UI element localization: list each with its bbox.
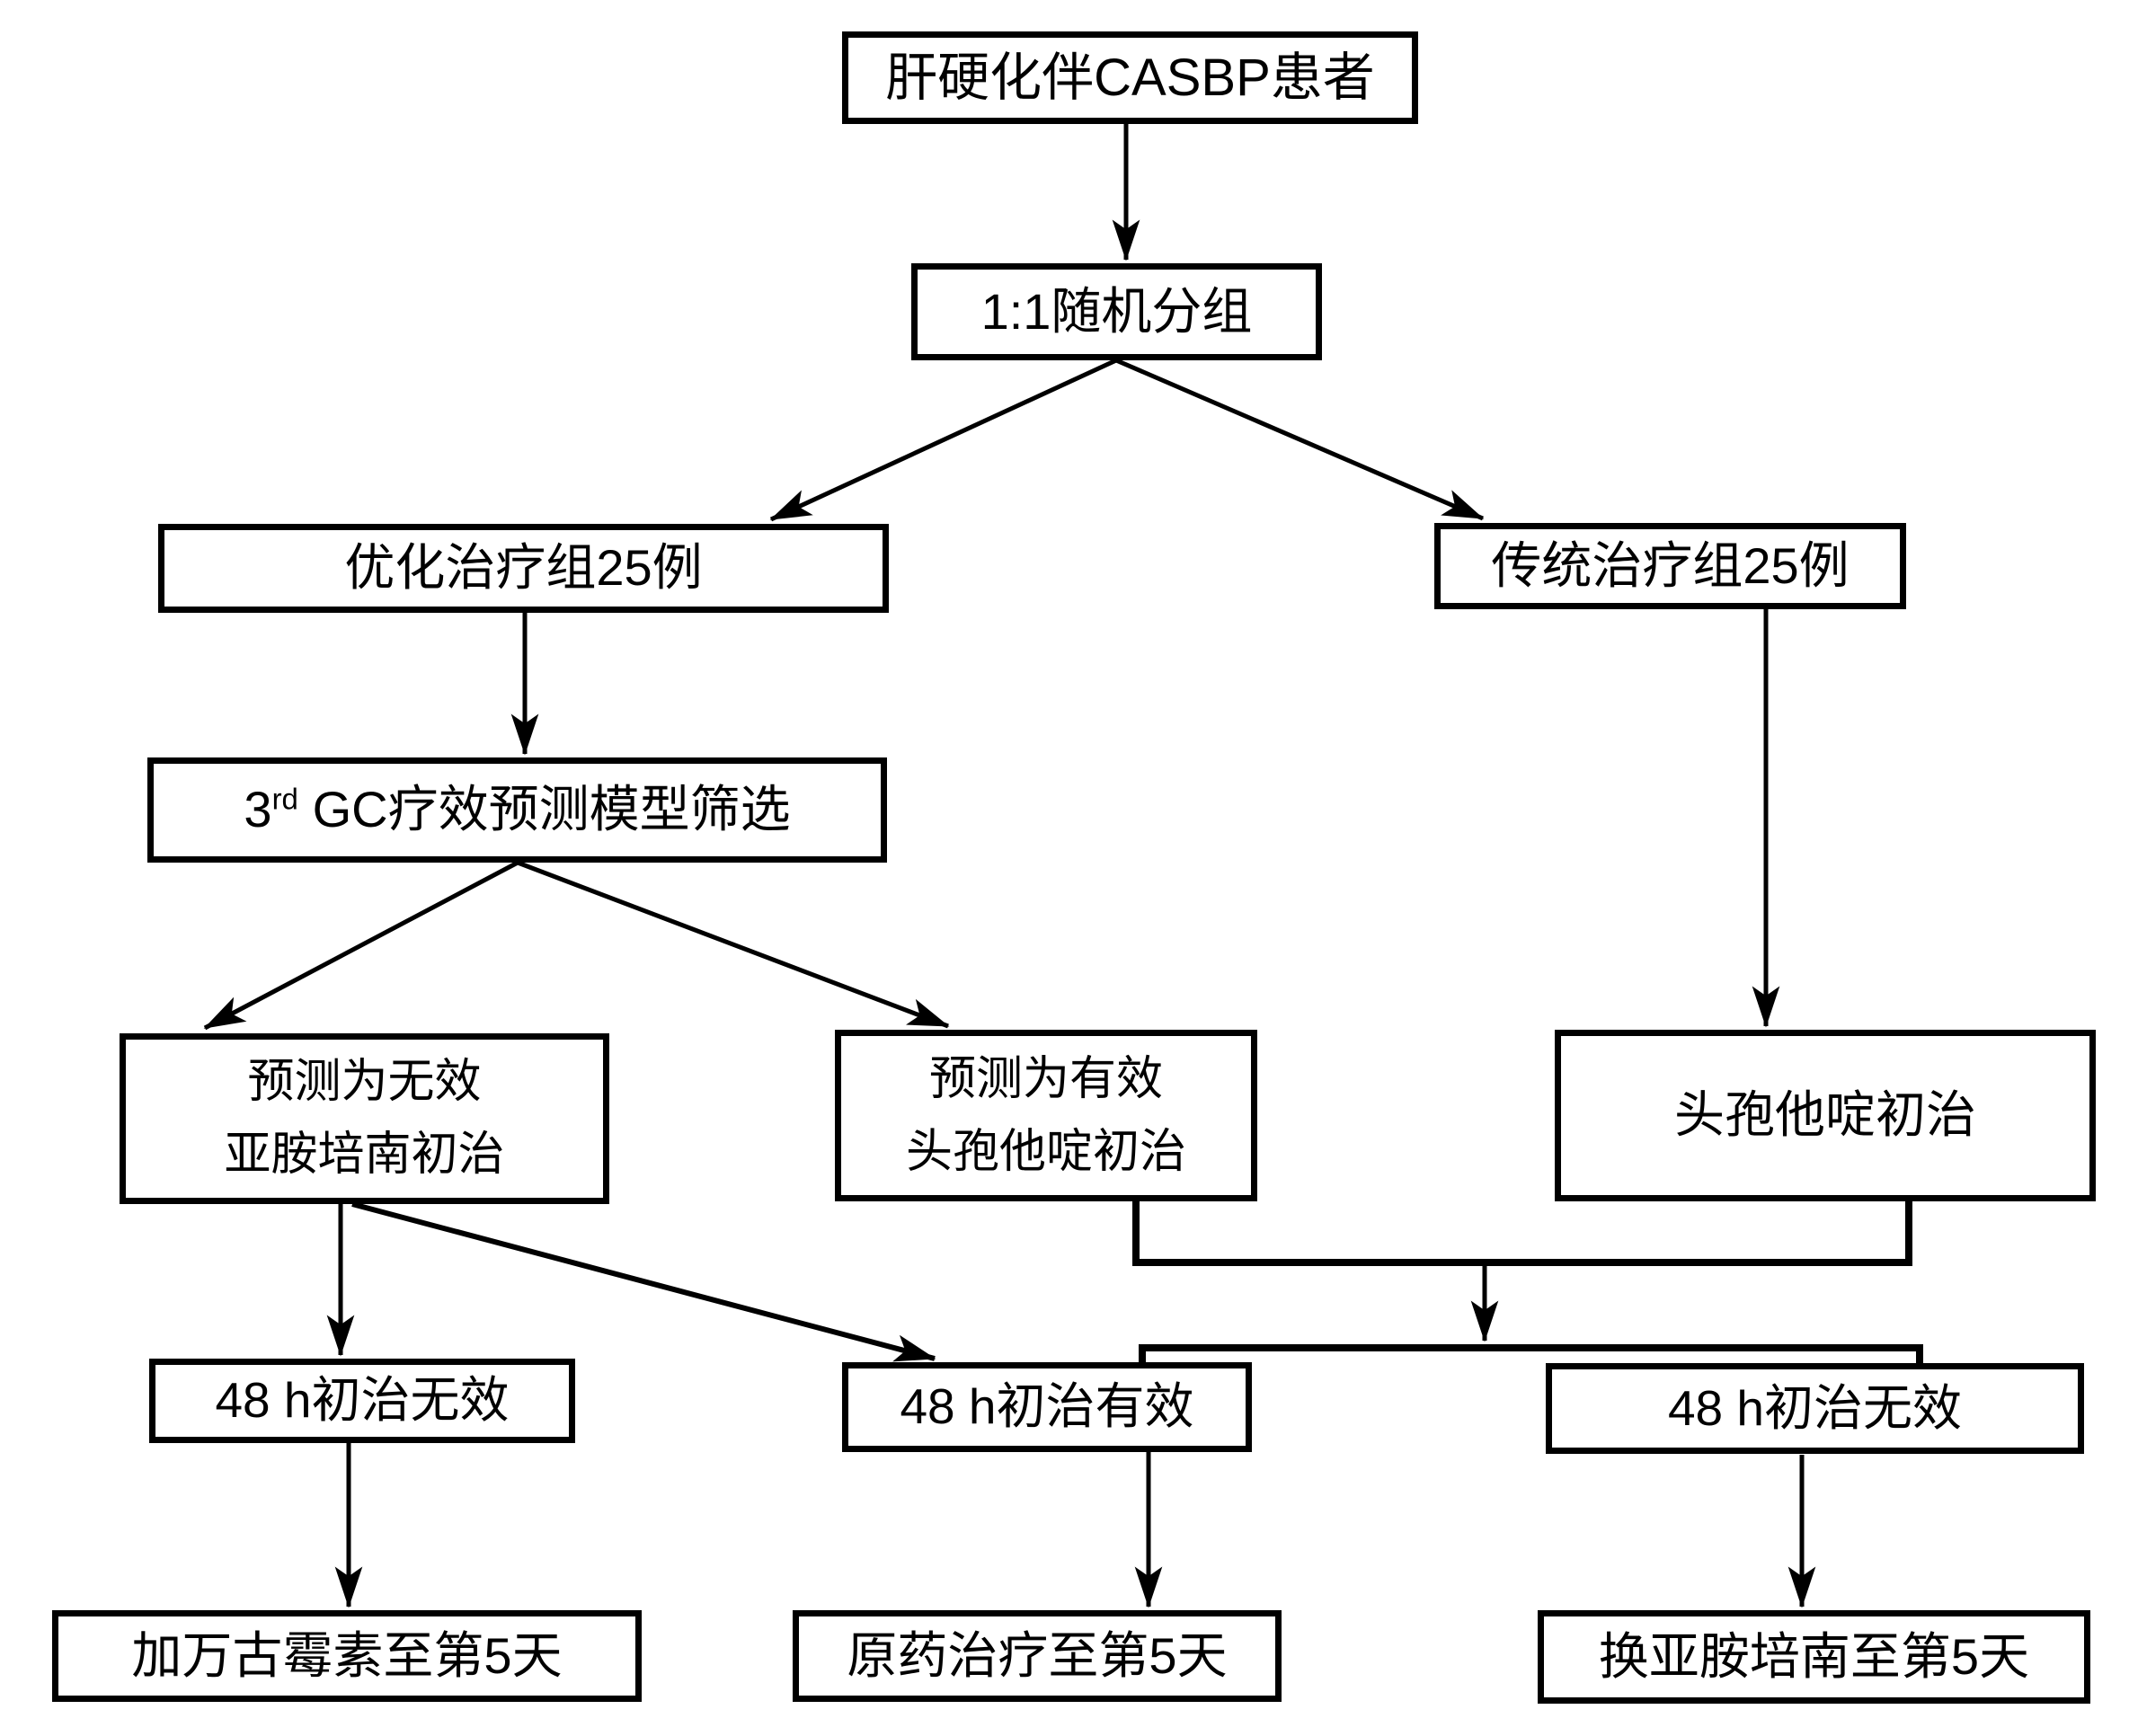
arrow-model-to-pred-ineffective — [203, 860, 519, 1031]
node-continue-original: 原药治疗至第5天 — [793, 1610, 1282, 1702]
arrow-randomize-to-optimized — [769, 358, 1118, 522]
node-pred-ineffective-line1: 预测为无效 — [247, 1056, 482, 1109]
node-randomize-label: 1:1随机分组 — [980, 282, 1253, 340]
node-randomize: 1:1随机分组 — [911, 263, 1322, 360]
node-patients: 肝硬化伴CASBP患者 — [842, 31, 1418, 124]
split-bus-48h-outcomes — [1139, 1344, 1923, 1365]
node-add-vancomycin-label: 加万古霉素至第5天 — [131, 1626, 563, 1684]
node-add-vancomycin: 加万古霉素至第5天 — [52, 1610, 642, 1702]
node-48h-ineffective-right-label: 48 h初治无效 — [1667, 1379, 1963, 1436]
arrow-randomize-to-traditional — [1115, 358, 1485, 521]
node-pred-ineffective: 预测为无效 亚胺培南初治 — [120, 1033, 609, 1204]
node-optimized-group-label: 优化治疗组25例 — [344, 539, 703, 597]
node-pred-effective-line2: 头孢他啶初治 — [905, 1125, 1186, 1178]
node-prediction-model-label: 3rd GC疗效预测模型筛选 — [244, 771, 790, 849]
node-pred-ineffective-line2: 亚胺培南初治 — [224, 1129, 505, 1181]
node-48h-effective-label: 48 h初治有效 — [900, 1378, 1194, 1435]
node-pred-effective-line1: 预测为有效 — [928, 1052, 1163, 1105]
arrow-model-to-pred-effective — [517, 860, 950, 1029]
node-switch-imipenem: 换亚胺培南至第5天 — [1538, 1610, 2090, 1704]
node-48h-ineffective-left: 48 h初治无效 — [149, 1359, 575, 1443]
node-continue-original-label: 原药治疗至第5天 — [847, 1626, 1228, 1684]
node-48h-effective: 48 h初治有效 — [842, 1362, 1252, 1452]
node-traditional-group: 传统治疗组25例 — [1434, 523, 1906, 609]
model-ordinal-suffix: rd — [271, 782, 298, 816]
node-pred-effective: 预测为有效 头孢他啶初治 — [835, 1030, 1257, 1201]
node-ceftazidime-initial: 头孢他啶初治 — [1555, 1030, 2096, 1201]
node-ceftazidime-initial-label: 头孢他啶初治 — [1674, 1086, 1976, 1144]
node-48h-ineffective-left-label: 48 h初治无效 — [215, 1372, 510, 1429]
node-switch-imipenem-label: 换亚胺培南至第5天 — [1598, 1627, 2030, 1685]
model-prefix: 3 — [244, 781, 272, 838]
node-traditional-group-label: 传统治疗组25例 — [1491, 536, 1850, 594]
node-prediction-model: 3rd GC疗效预测模型筛选 — [147, 757, 887, 863]
node-optimized-group: 优化治疗组25例 — [158, 524, 889, 613]
arrow-pred-ineffective-to-48h-effective — [351, 1201, 936, 1362]
node-48h-ineffective-right: 48 h初治无效 — [1546, 1363, 2084, 1454]
merge-bus-pred-effective-ceftazidime — [1132, 1201, 1912, 1266]
model-rest: GC疗效预测模型筛选 — [312, 781, 791, 838]
node-patients-label: 肝硬化伴CASBP患者 — [885, 48, 1375, 107]
